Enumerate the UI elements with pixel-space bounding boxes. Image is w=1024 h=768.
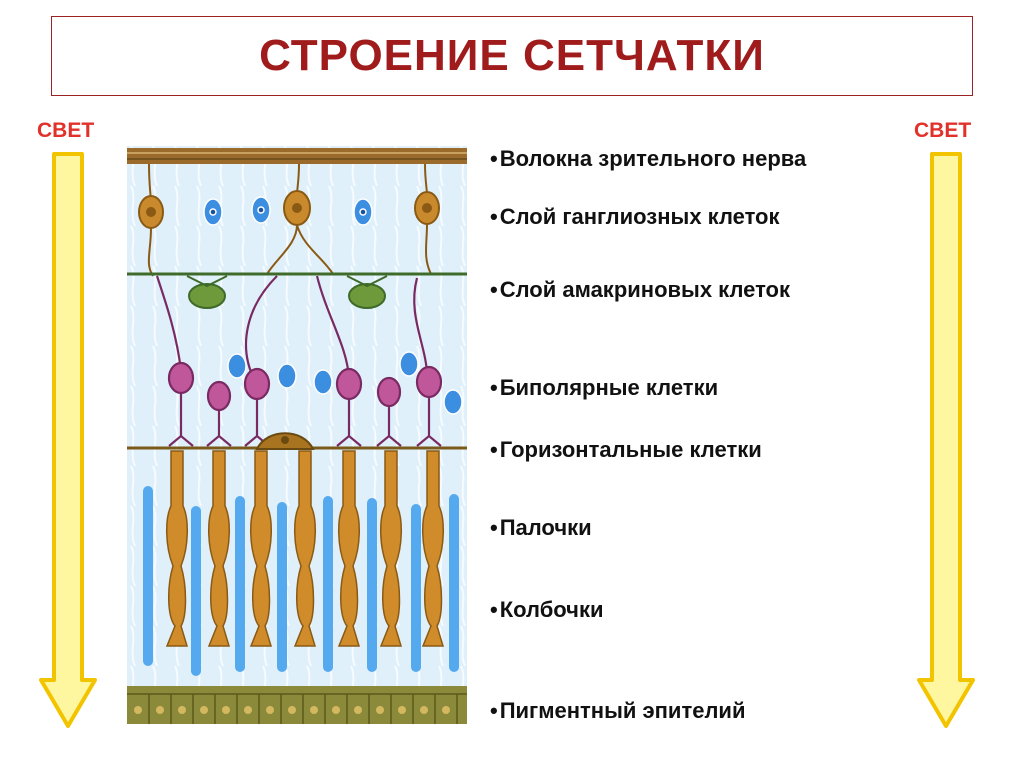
layer-label-text: Биполярные клетки bbox=[500, 375, 718, 400]
bullet: • bbox=[490, 515, 498, 540]
layer-label-nerve-fibers: •Волокна зрительного нерва bbox=[490, 146, 806, 172]
layer-label-pigment: •Пигментный эпителий bbox=[490, 698, 745, 724]
down-arrow-icon bbox=[38, 150, 98, 730]
light-label-right: СВЕТ bbox=[914, 119, 971, 143]
layer-label-text: Палочки bbox=[500, 515, 592, 540]
bullet: • bbox=[490, 597, 498, 622]
light-label-left: СВЕТ bbox=[37, 119, 94, 143]
bullet: • bbox=[490, 375, 498, 400]
layer-label-text: Слой ганглиозных клеток bbox=[500, 204, 780, 229]
retina-diagram bbox=[127, 146, 467, 724]
layer-label-rods: •Палочки bbox=[490, 515, 592, 541]
bullet: • bbox=[490, 204, 498, 229]
nerve-fiber-layer bbox=[127, 148, 467, 164]
layer-label-text: Слой амакриновых клеток bbox=[500, 277, 790, 302]
layer-label-amacrine: •Слой амакриновых клеток bbox=[490, 277, 790, 303]
bullet: • bbox=[490, 698, 498, 723]
layer-label-ganglion: •Слой ганглиозных клеток bbox=[490, 204, 780, 230]
bullet: • bbox=[490, 146, 498, 171]
layer-label-text: Горизонтальные клетки bbox=[500, 437, 762, 462]
layer-label-horizontal: •Горизонтальные клетки bbox=[490, 437, 762, 463]
pigment-epithelium bbox=[127, 686, 467, 724]
layer-label-text: Колбочки bbox=[500, 597, 604, 622]
layer-label-bipolar: •Биполярные клетки bbox=[490, 375, 718, 401]
layer-label-text: Волокна зрительного нерва bbox=[500, 146, 807, 171]
layer-label-cones: •Колбочки bbox=[490, 597, 604, 623]
bullet: • bbox=[490, 277, 498, 302]
bullet: • bbox=[490, 437, 498, 462]
layer-labels: •Волокна зрительного нерва •Слой ганглио… bbox=[490, 0, 910, 768]
down-arrow-icon bbox=[916, 150, 976, 730]
layer-label-text: Пигментный эпителий bbox=[500, 698, 746, 723]
